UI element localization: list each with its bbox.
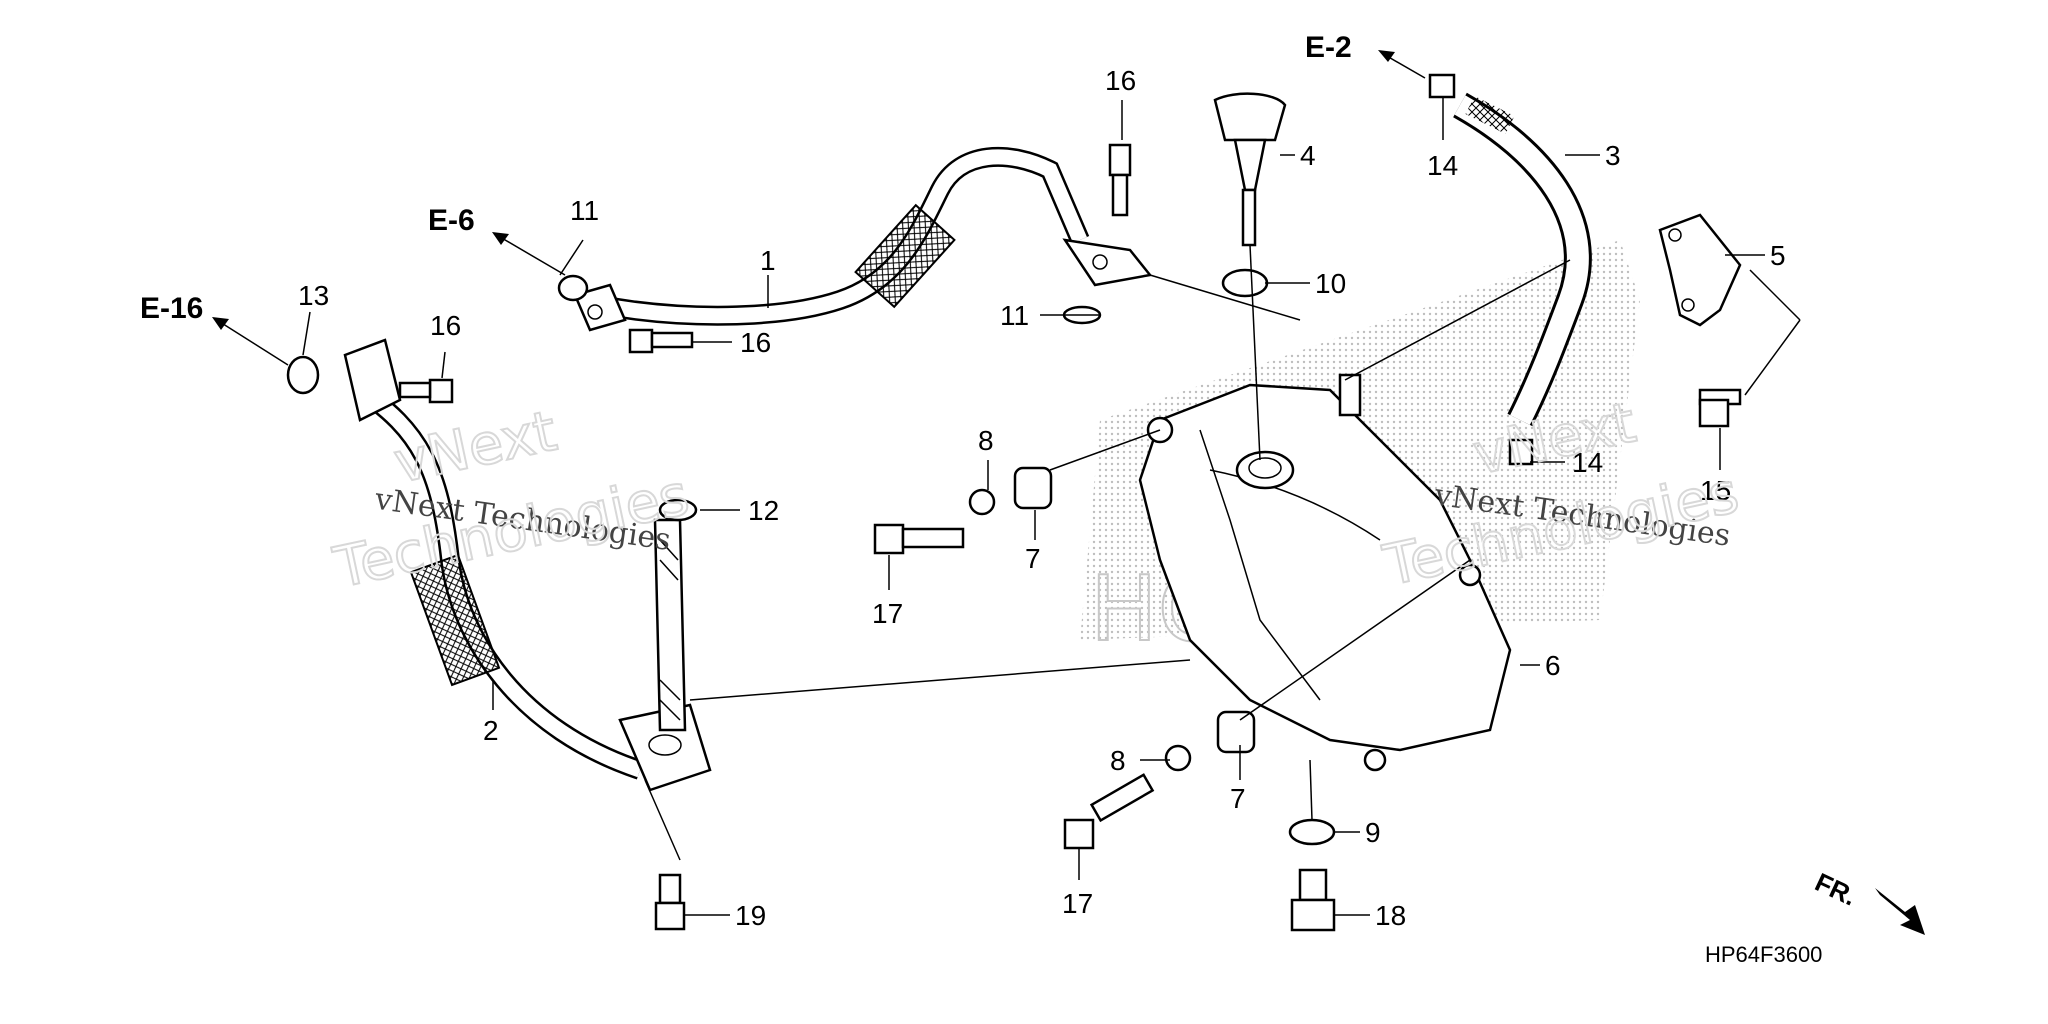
watermark-left-line1: vNext (389, 399, 563, 497)
callout-17-upper: 17 (872, 598, 903, 629)
callout-15: 15 (1700, 475, 1731, 506)
callout-14-upper: 14 (1427, 150, 1458, 181)
callout-16-mid: 16 (740, 327, 771, 358)
fasteners (286, 73, 1742, 932)
leader-lines (302, 97, 1801, 916)
front-direction-arrow (1875, 888, 1925, 935)
callout-9: 9 (1365, 817, 1381, 848)
reference-label-e16: E-16 (140, 292, 203, 325)
oil-tank (1138, 373, 1512, 772)
callout-16-top: 16 (1105, 65, 1136, 96)
tank-bracket (1658, 213, 1742, 327)
callout-16-left: 16 (430, 310, 461, 341)
callout-11-right: 11 (1000, 300, 1029, 331)
front-label: FR. (1811, 867, 1862, 912)
callout-4: 4 (1300, 140, 1316, 171)
callout-8-upper: 8 (978, 425, 994, 456)
reference-label-e2: E-2 (1305, 31, 1352, 64)
callout-8-lower: 8 (1110, 745, 1126, 776)
callout-14-lower: 14 (1572, 447, 1603, 478)
callout-2: 2 (483, 715, 499, 746)
callout-19: 19 (735, 900, 766, 931)
callout-6: 6 (1545, 650, 1561, 681)
callout-13: 13 (298, 280, 329, 311)
dipstick (1213, 92, 1287, 247)
callout-7-lower: 7 (1230, 783, 1246, 814)
callout-10: 10 (1315, 268, 1346, 299)
oil-pipe-upper (573, 146, 1153, 332)
callout-7-upper: 7 (1025, 543, 1041, 574)
callout-5: 5 (1770, 240, 1786, 271)
reference-label-e6: E-6 (428, 204, 475, 237)
callout-18: 18 (1375, 900, 1406, 931)
callout-1: 1 (760, 245, 776, 276)
breather-hose (1453, 92, 1592, 427)
diagram-code: HP64F3600 (1705, 942, 1822, 967)
callout-labels: 1 2 3 4 5 6 7 7 8 8 9 10 11 11 12 13 14 … (298, 65, 1786, 931)
callout-3: 3 (1605, 140, 1621, 171)
callout-17-lower: 17 (1062, 888, 1093, 919)
callout-12: 12 (748, 495, 779, 526)
callout-11-left: 11 (570, 195, 599, 226)
reference-arrows (212, 50, 1426, 366)
